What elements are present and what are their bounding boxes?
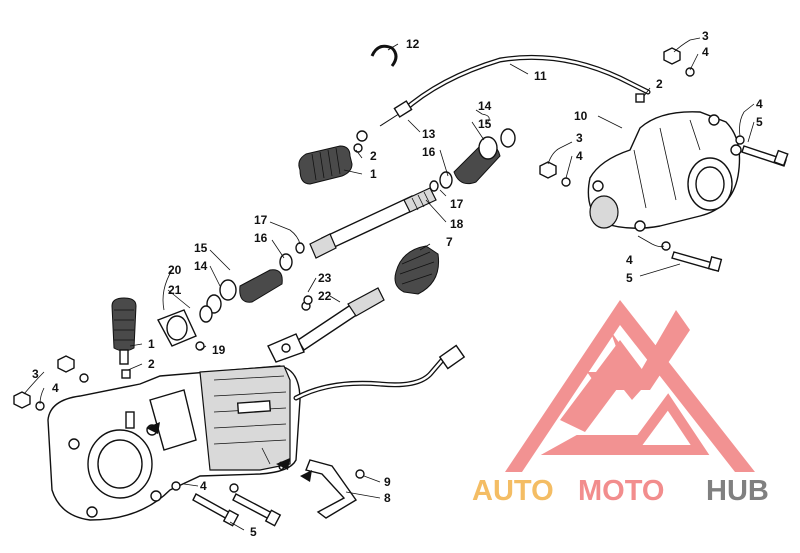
callout-4-bottom: 4 [200, 479, 207, 493]
screw-part-19 [195, 341, 205, 351]
callout-11: 11 [534, 69, 547, 83]
callout-5-right: 5 [756, 115, 763, 129]
clip-part-12 [370, 44, 398, 67]
callout-2-right: 2 [656, 77, 663, 91]
nut-part-3-right-top [663, 47, 695, 77]
boot-part-7 [394, 245, 440, 295]
fitting-part-2-right [635, 93, 645, 103]
callout-5-bottom: 5 [250, 525, 257, 539]
callout-4-left: 4 [52, 381, 59, 395]
logo-hub-text: HUB [706, 475, 769, 507]
callout-3-left: 3 [32, 367, 39, 381]
nut-part-3-right-mid [539, 161, 571, 187]
callout-1-upper: 1 [370, 167, 377, 181]
leader-lines [23, 37, 755, 531]
callout-4-top: 4 [702, 45, 709, 59]
callout-4-lower-right: 4 [626, 253, 633, 267]
callout-16-lower: 16 [254, 231, 268, 245]
fitting-part-2-left [121, 369, 131, 379]
bolt-part-5-lower [661, 241, 723, 272]
callout-15-upper: 15 [478, 117, 492, 131]
callout-18: 18 [450, 217, 464, 231]
callout-12: 12 [406, 37, 420, 51]
callout-14-lower: 14 [194, 259, 208, 273]
callout-4-mid: 4 [576, 149, 583, 163]
callout-13: 13 [422, 127, 436, 141]
callout-9: 9 [384, 475, 391, 489]
callout-numbers: 12 11 13 2 1 14 15 16 17 18 3 4 2 10 3 4… [32, 29, 763, 539]
callout-3-mid: 3 [576, 131, 583, 145]
callout-10: 10 [574, 109, 588, 123]
callout-17-lower: 17 [254, 213, 268, 227]
drive-shaft-part-18 [309, 187, 437, 259]
logo-auto-text: AUTO [472, 475, 554, 507]
callout-20: 20 [168, 263, 182, 277]
callout-6: 6 [278, 459, 285, 473]
boot-part-1-lower [111, 297, 137, 365]
callout-3-top: 3 [702, 29, 709, 43]
callout-15-lower: 15 [194, 241, 208, 255]
bolt-part-5-upper [735, 135, 789, 167]
callout-5-lower-right: 5 [626, 271, 633, 285]
boot-set-upper [429, 128, 516, 192]
bolt-part-5-left [171, 481, 282, 527]
callout-1-lower: 1 [148, 337, 155, 351]
callout-7: 7 [446, 235, 453, 249]
callout-2-upper: 2 [370, 149, 377, 163]
screw-part-23 [303, 295, 313, 305]
callout-14-upper: 14 [478, 99, 492, 113]
screw-part-9 [355, 469, 365, 479]
callout-21: 21 [168, 283, 182, 297]
wire-harness [293, 344, 466, 401]
gearbox-part-6 [47, 365, 301, 521]
callout-16-upper: 16 [422, 145, 436, 159]
boot-part-1-upper [298, 143, 363, 185]
output-shaft-part-22 [267, 287, 385, 363]
callout-2-lower: 2 [148, 357, 155, 371]
callout-17-upper: 17 [450, 197, 464, 211]
boot-set-lower [199, 242, 305, 323]
callout-4-right: 4 [756, 97, 763, 111]
shift-cable-part-11 [356, 54, 651, 142]
callout-22: 22 [318, 289, 332, 303]
callout-8: 8 [384, 491, 391, 505]
bracket-part-8 [300, 459, 358, 519]
watermark-logo: AUTO MOTO HUB [472, 300, 769, 507]
callout-19: 19 [212, 343, 226, 357]
callout-23: 23 [318, 271, 332, 285]
flange-part-20 [157, 309, 197, 347]
housing-part-10 [587, 111, 742, 232]
nut-part-3-left [13, 355, 89, 411]
logo-moto-text: MOTO [578, 475, 664, 507]
